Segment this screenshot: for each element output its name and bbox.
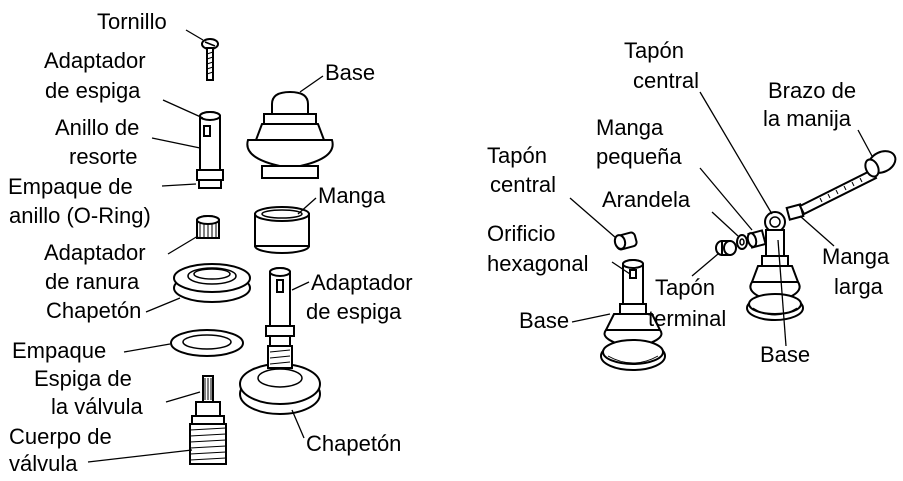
handle-arm-part	[798, 150, 897, 216]
label-stem-adapter-right-2: de espiga	[306, 299, 402, 324]
label-small-sleeve-1: Manga	[596, 115, 664, 140]
label-center-cap-left-2: central	[490, 172, 556, 197]
label-center-cap-top-1: Tapón	[624, 38, 684, 63]
leader-center-cap-left	[569, 197, 617, 239]
leader-gasket	[123, 343, 171, 353]
leader-base-left	[299, 75, 324, 93]
label-base-right-assembly-left: Base	[519, 308, 569, 333]
valve-body-part	[189, 423, 227, 465]
leader-small-sleeve	[699, 167, 753, 231]
leader-o-ring	[161, 183, 197, 187]
screw-part	[201, 38, 219, 81]
leader-long-sleeve	[799, 215, 835, 247]
label-handle-arm-1: Brazo de	[768, 78, 856, 103]
label-stem-adapter-top-1: Adaptador	[44, 48, 146, 73]
label-escutcheon-bottom: Chapetón	[306, 431, 401, 456]
end-cap-part	[715, 240, 737, 256]
leader-end-cap	[691, 253, 719, 277]
leader-escutcheon-top	[145, 297, 181, 313]
base-left-part	[600, 259, 666, 371]
label-spring-ring-2: resorte	[69, 144, 137, 169]
label-small-sleeve-2: pequeña	[596, 144, 682, 169]
label-valve-body-1: Cuerpo de	[9, 424, 112, 449]
label-valve-stem-1: Espiga de	[34, 366, 132, 391]
label-o-ring-1: Empaque de	[8, 174, 133, 199]
leader-center-cap-top	[699, 91, 773, 215]
washer-part	[736, 234, 748, 250]
label-sleeve: Manga	[318, 183, 386, 208]
small-sleeve-part	[746, 229, 767, 249]
label-long-sleeve-2: larga	[834, 274, 884, 299]
leader-valve-stem	[165, 391, 201, 403]
leader-stem-adapter-right	[291, 281, 310, 291]
leader-base-right-assembly-right	[777, 239, 787, 347]
label-valve-body-2: válvula	[9, 451, 78, 476]
sleeve-part	[254, 206, 310, 254]
leader-base-right-assembly-left	[571, 313, 611, 323]
stem-adapter-top-part	[196, 111, 224, 189]
leader-screw	[185, 29, 204, 41]
label-stem-adapter-right-1: Adaptador	[311, 270, 413, 295]
label-hex-hole-1: Orificio	[487, 221, 555, 246]
label-base-right-assembly-right: Base	[760, 342, 810, 367]
label-end-cap-2: terminal	[648, 306, 726, 331]
label-gasket: Empaque	[12, 338, 106, 363]
label-spring-ring-1: Anillo de	[55, 115, 139, 140]
label-valve-stem-2: la válvula	[51, 394, 143, 419]
stem-adapter-right-part	[265, 267, 295, 347]
label-long-sleeve-1: Manga	[822, 244, 890, 269]
label-hex-hole-2: hexagonal	[487, 251, 589, 276]
base-top-part	[246, 90, 334, 179]
leader-escutcheon-bottom	[291, 409, 305, 439]
escutcheon-top-part	[173, 263, 251, 303]
label-center-cap-left-1: Tapón	[487, 143, 547, 168]
label-center-cap-top-2: central	[633, 68, 699, 93]
label-base-left: Base	[325, 60, 375, 85]
leader-spring-ring	[151, 137, 201, 149]
groove-adapter-part	[196, 215, 220, 239]
leader-groove-adapter	[167, 235, 199, 255]
valve-stem-part	[191, 375, 225, 425]
label-stem-adapter-top-2: de espiga	[45, 78, 141, 103]
label-escutcheon-top: Chapetón	[46, 298, 141, 323]
base-right-part	[746, 211, 804, 321]
gasket-part	[170, 329, 244, 357]
leader-stem-adapter-top	[162, 99, 204, 119]
label-o-ring-2: anillo (O-Ring)	[9, 203, 151, 228]
escutcheon-bottom-part	[239, 345, 321, 415]
leader-sleeve	[297, 197, 317, 215]
label-groove-adapter-1: Adaptador	[44, 240, 146, 265]
leader-valve-body	[87, 449, 193, 463]
label-end-cap-1: Tapón	[655, 275, 715, 300]
leader-washer	[711, 211, 739, 237]
label-handle-arm-2: la manija	[763, 106, 852, 131]
leader-hex-hole	[611, 261, 631, 275]
label-screw: Tornillo	[97, 9, 167, 34]
leader-handle-arm	[857, 129, 873, 157]
label-groove-adapter-2: de ranura	[45, 269, 140, 294]
label-washer: Arandela	[602, 187, 691, 212]
center-cap-left-part	[613, 231, 638, 251]
